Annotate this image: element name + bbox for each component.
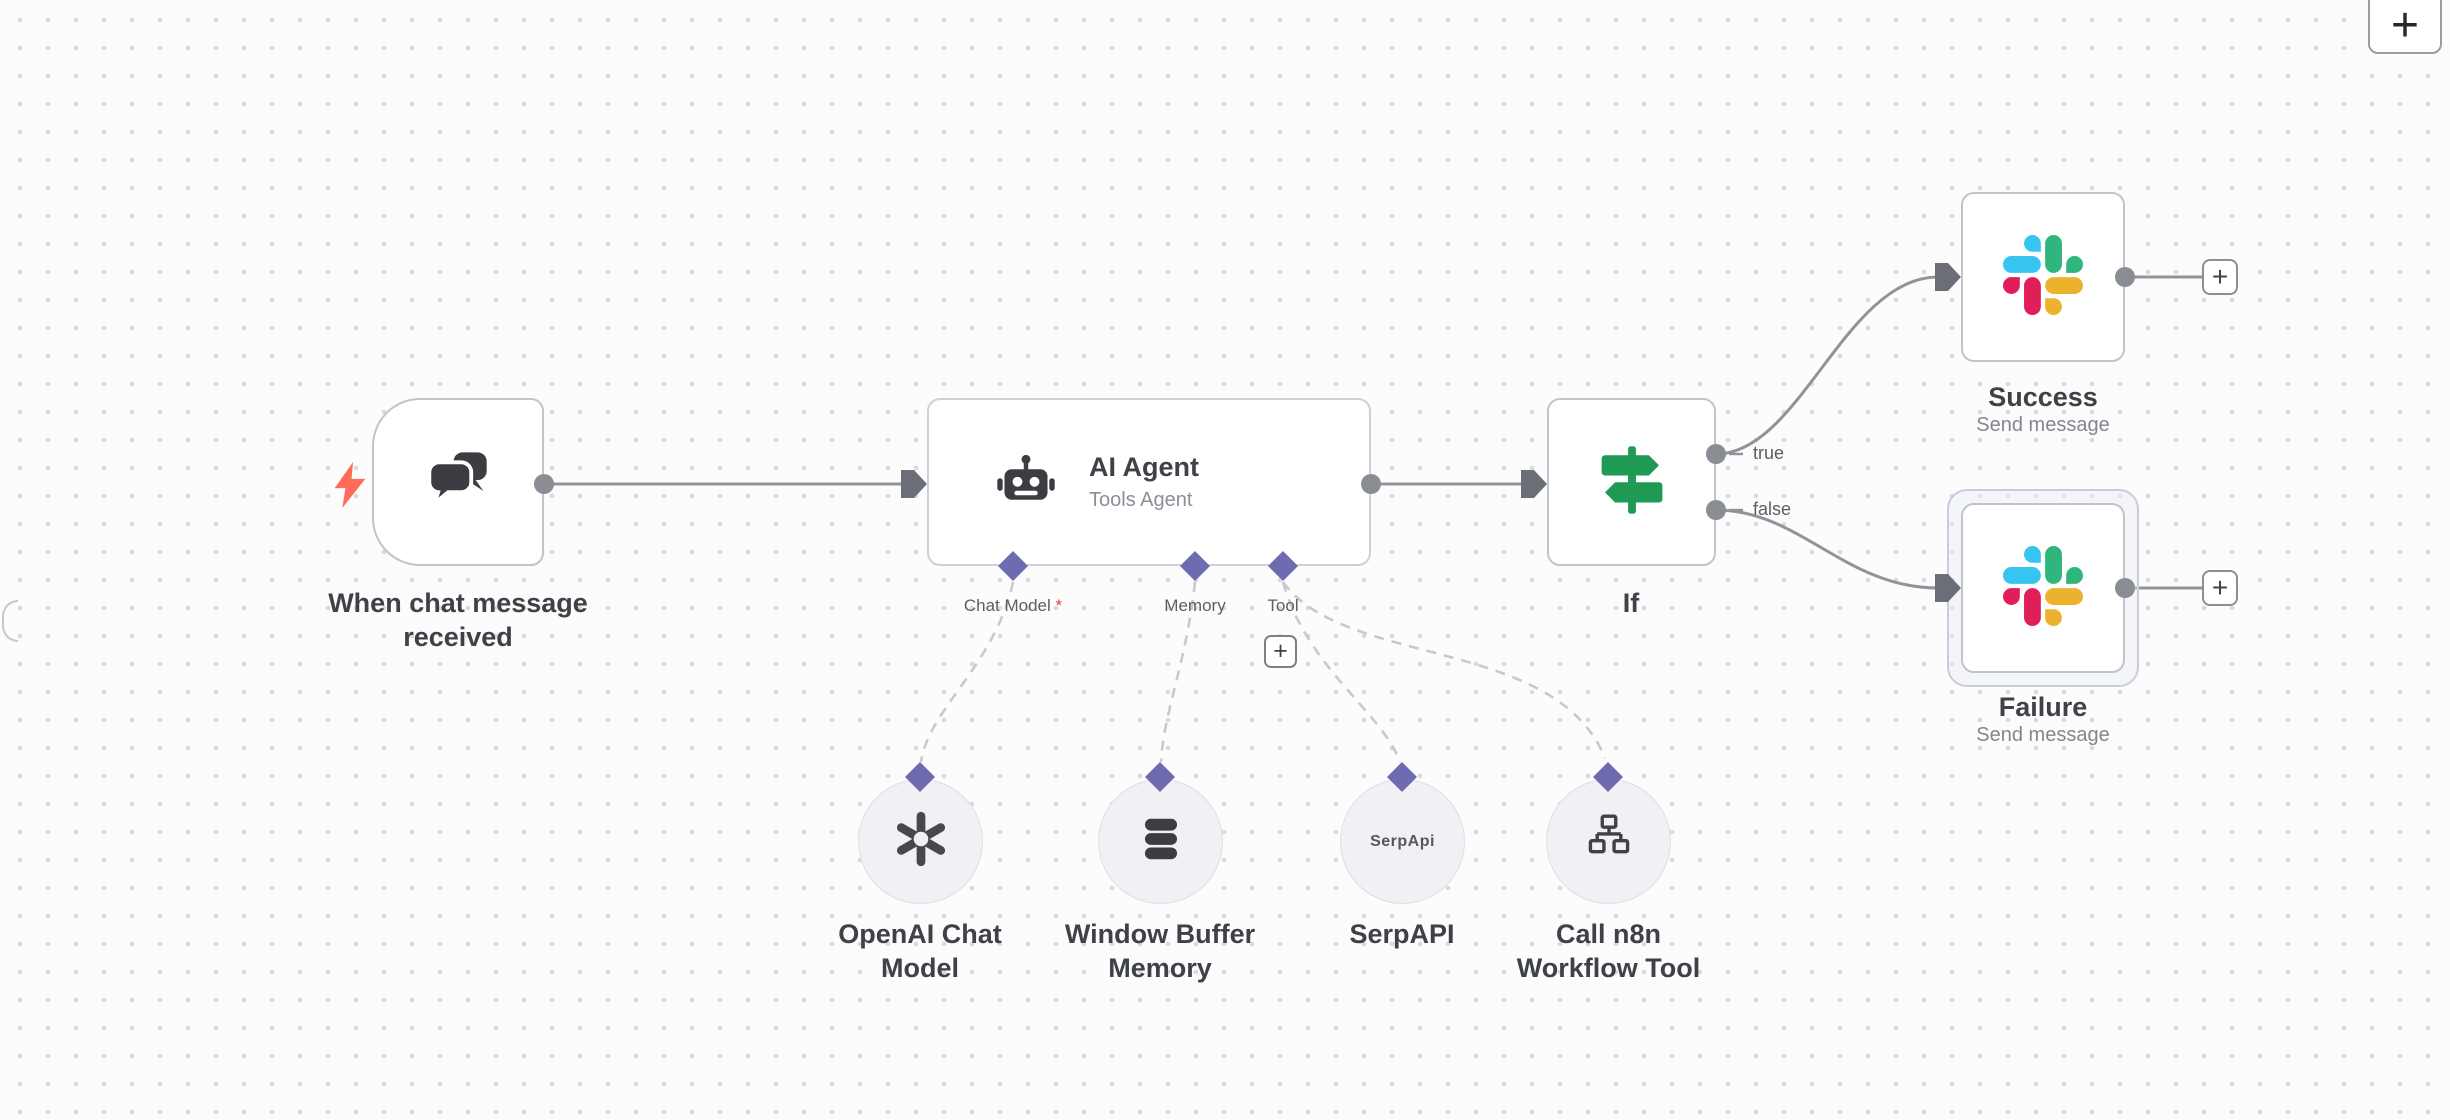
node-if[interactable]: [1547, 398, 1716, 566]
node-label-success: Success: [1988, 382, 2098, 412]
add-after-failure-button[interactable]: +: [2202, 570, 2238, 606]
node-subtitle-ai-agent: Tools Agent: [1089, 489, 1193, 511]
connector-label-chat-model: Chat Model *: [913, 596, 1113, 616]
slack-icon: [2003, 545, 2083, 631]
output-label-false: false: [1753, 499, 1792, 519]
node-label-call-n8n-workflow-tool: Call n8n Workflow Tool: [1516, 919, 1701, 983]
node-success[interactable]: [1961, 192, 2125, 362]
input-arrow-success[interactable]: [1935, 263, 1961, 291]
node-window-buffer-memory[interactable]: [1098, 779, 1223, 904]
node-subtitle-failure: Send message: [1976, 724, 2110, 746]
node-ai-agent[interactable]: AI Agent Tools Agent: [927, 398, 1371, 566]
add-tool-button[interactable]: +: [1264, 635, 1297, 668]
connector-label-memory: Memory: [1164, 596, 1226, 615]
node-label-failure: Failure: [1998, 692, 2088, 722]
robot-icon: [997, 454, 1055, 511]
node-subtitle-success: Send message: [1976, 414, 2110, 436]
output-label-true: true: [1753, 443, 1785, 463]
node-title-ai-agent: AI Agent: [1089, 452, 1199, 482]
required-asterisk: *: [1055, 596, 1063, 615]
chat-bubbles-icon: [422, 448, 494, 517]
input-arrow-agent[interactable]: [901, 470, 927, 498]
sitemap-icon: [1582, 812, 1636, 871]
add-after-success-button[interactable]: +: [2202, 259, 2238, 295]
serpapi-logo-text: SerpApi: [1370, 832, 1435, 850]
database-icon: [1134, 812, 1188, 871]
slack-icon: [2003, 234, 2083, 320]
wire-if-false-to-failure[interactable]: [1715, 508, 1939, 590]
signpost-icon: [1596, 444, 1668, 521]
add-node-button[interactable]: +: [2368, 0, 2442, 54]
node-label-trigger: When chat message received: [328, 588, 588, 652]
node-label-openai-chat-model: OpenAI Chat Model: [838, 919, 1002, 983]
node-label-if: If: [1622, 588, 1640, 618]
chat-model-label-text: Chat Model: [963, 596, 1051, 615]
openai-icon: [890, 808, 952, 875]
panel-collapse-chevron-icon[interactable]: [2, 600, 18, 642]
node-when-chat-message-received[interactable]: [372, 398, 544, 566]
node-label-serpapi: SerpAPI: [1349, 919, 1455, 949]
node-failure[interactable]: [1961, 503, 2125, 673]
lightning-bolt-icon: [330, 462, 370, 508]
connector-label-tool: Tool: [1267, 596, 1299, 615]
input-arrow-if[interactable]: [1521, 470, 1547, 498]
node-openai-chat-model[interactable]: [858, 779, 983, 904]
wire-if-true-to-success[interactable]: [1715, 275, 1939, 456]
node-serpapi[interactable]: SerpApi: [1340, 779, 1465, 904]
node-label-window-buffer-memory: Window Buffer Memory: [1064, 919, 1256, 983]
node-call-n8n-workflow-tool[interactable]: [1546, 779, 1671, 904]
